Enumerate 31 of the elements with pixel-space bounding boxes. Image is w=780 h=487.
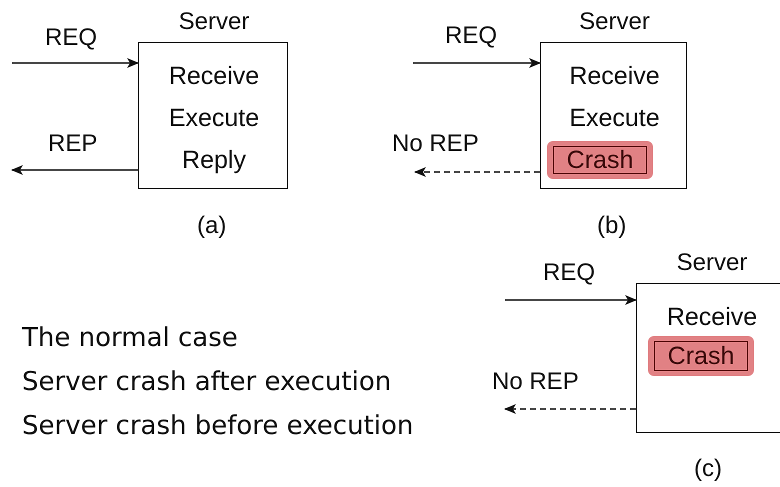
- edge-label: No REP: [492, 368, 579, 396]
- edge-label: REP: [48, 130, 98, 158]
- server-heading: Server: [178, 7, 250, 37]
- step-label: Execute: [168, 103, 260, 133]
- arrow: [12, 58, 139, 68]
- crash-highlight: [648, 336, 754, 376]
- step-label: Receive: [666, 302, 758, 332]
- arrow: [505, 295, 637, 305]
- arrow: [11, 165, 138, 175]
- step-label: Reply: [181, 145, 247, 175]
- crash-highlight: [547, 141, 653, 179]
- legend-text: The normal case: [22, 323, 238, 353]
- dashed-arrow: [414, 167, 540, 177]
- crash-label: Crash: [566, 145, 634, 175]
- panel-label: (b): [597, 212, 626, 240]
- panel-label: (c): [694, 455, 722, 483]
- crash-label: Crash: [666, 341, 736, 371]
- server-heading: Server: [578, 7, 651, 37]
- step-label: Receive: [168, 61, 260, 91]
- dashed-arrow: [504, 404, 636, 414]
- server-heading: Server: [676, 248, 748, 278]
- panel-label: (a): [197, 212, 226, 240]
- edge-label: REQ: [543, 259, 596, 287]
- arrow: [413, 58, 541, 68]
- step-label: Receive: [568, 61, 661, 91]
- edge-label: REQ: [445, 22, 498, 50]
- step-label: Execute: [568, 103, 661, 133]
- legend-text: Server crash before execution: [22, 411, 414, 441]
- legend-text: Server crash after execution: [22, 367, 392, 397]
- edge-label: No REP: [392, 130, 479, 158]
- edge-label: REQ: [45, 24, 98, 52]
